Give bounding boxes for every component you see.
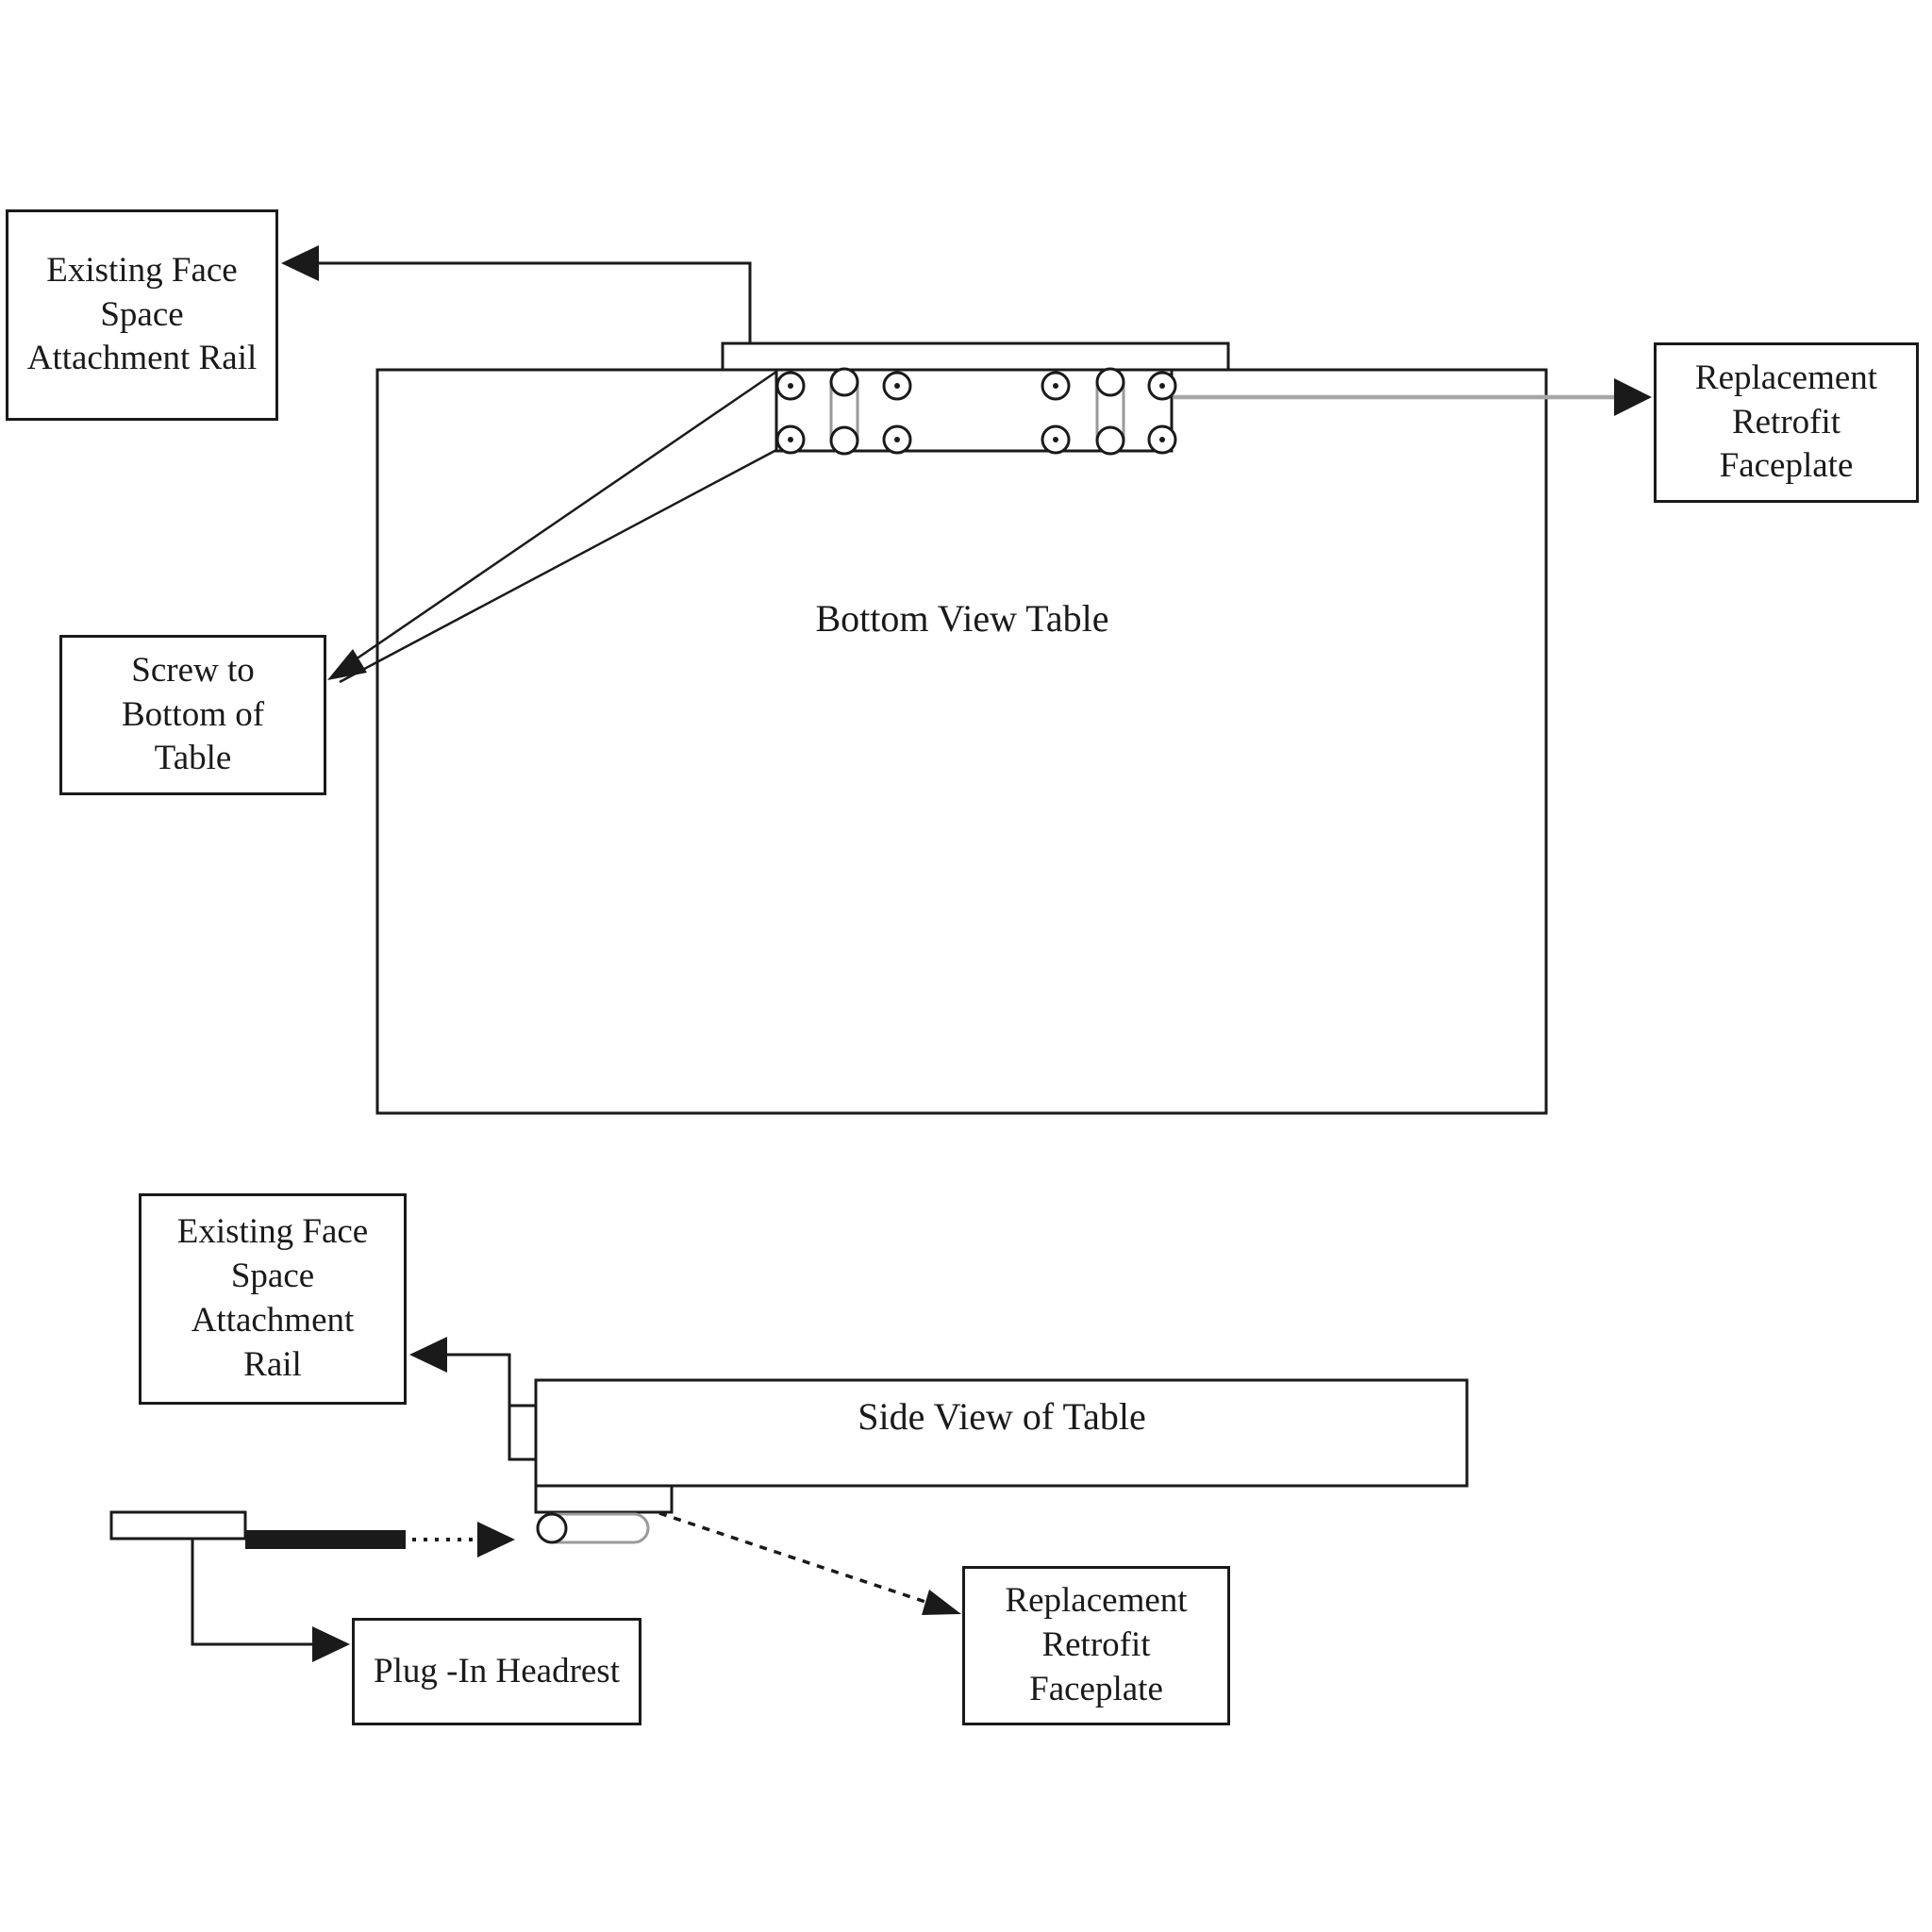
label-box-replacement-faceplate-side: Replacement Retrofit Faceplate bbox=[962, 1566, 1230, 1725]
arrowhead-rail-label-side bbox=[409, 1337, 447, 1373]
label-replacement-faceplate-top-text: Replacement Retrofit Faceplate bbox=[1694, 358, 1878, 486]
attachment-rail-side-outline bbox=[508, 1404, 538, 1461]
bottom-view-group bbox=[281, 245, 1652, 1115]
connector-faceplate-label-top bbox=[1174, 378, 1652, 416]
retrofit-faceplate-side-outline bbox=[534, 1484, 674, 1514]
connector-screw-label bbox=[327, 370, 777, 684]
label-replacement-faceplate-side-text: Replacement Retrofit Faceplate bbox=[1005, 1581, 1188, 1708]
connector-faceplate-label-side bbox=[658, 1511, 961, 1615]
arrowhead-rail-label-top bbox=[281, 245, 319, 281]
faceplate-slots bbox=[829, 367, 1125, 456]
label-box-existing-rail-side: Existing Face Space Attachment Rail bbox=[139, 1193, 407, 1405]
label-plug-in-headrest-text: Plug -In Headrest bbox=[374, 1651, 620, 1690]
faceplate-side-cylinder bbox=[536, 1512, 650, 1544]
arrowhead-faceplate-label-top bbox=[1614, 378, 1652, 416]
attachment-rail-top-outline bbox=[721, 341, 1230, 372]
arrowhead-headrest-label bbox=[312, 1626, 350, 1662]
arrowhead-screw-label bbox=[327, 649, 367, 680]
label-box-existing-rail-top: Existing Face Space Attachment Rail bbox=[6, 209, 278, 421]
bottom-view-table-outline bbox=[375, 368, 1548, 1115]
headrest-pad-outline bbox=[109, 1510, 247, 1541]
label-screw-to-bottom-text: Screw to Bottom of Table bbox=[121, 650, 265, 778]
connector-rail-label-side bbox=[409, 1337, 511, 1405]
faceplate-screw-hole-dots bbox=[788, 383, 1165, 442]
arrowhead-headrest-insert bbox=[477, 1522, 515, 1557]
label-box-replacement-faceplate-top: Replacement Retrofit Faceplate bbox=[1654, 342, 1919, 503]
headrest-post-bar bbox=[245, 1530, 406, 1549]
label-existing-rail-side-text: Existing Face Space Attachment Rail bbox=[176, 1212, 369, 1384]
side-view-group bbox=[109, 1337, 1469, 1662]
headrest-insert-arrow bbox=[412, 1522, 515, 1557]
bottom-view-title: Bottom View Table bbox=[815, 597, 1109, 640]
arrowhead-faceplate-label-side bbox=[922, 1590, 961, 1615]
connector-headrest-label bbox=[191, 1539, 350, 1662]
label-box-screw-to-bottom: Screw to Bottom of Table bbox=[59, 635, 326, 795]
label-existing-rail-top-text: Existing Face Space Attachment Rail bbox=[26, 250, 258, 378]
side-view-title: Side View of Table bbox=[858, 1395, 1146, 1438]
label-box-plug-in-headrest: Plug -In Headrest bbox=[352, 1618, 641, 1725]
connector-rail-label-top bbox=[281, 245, 752, 342]
